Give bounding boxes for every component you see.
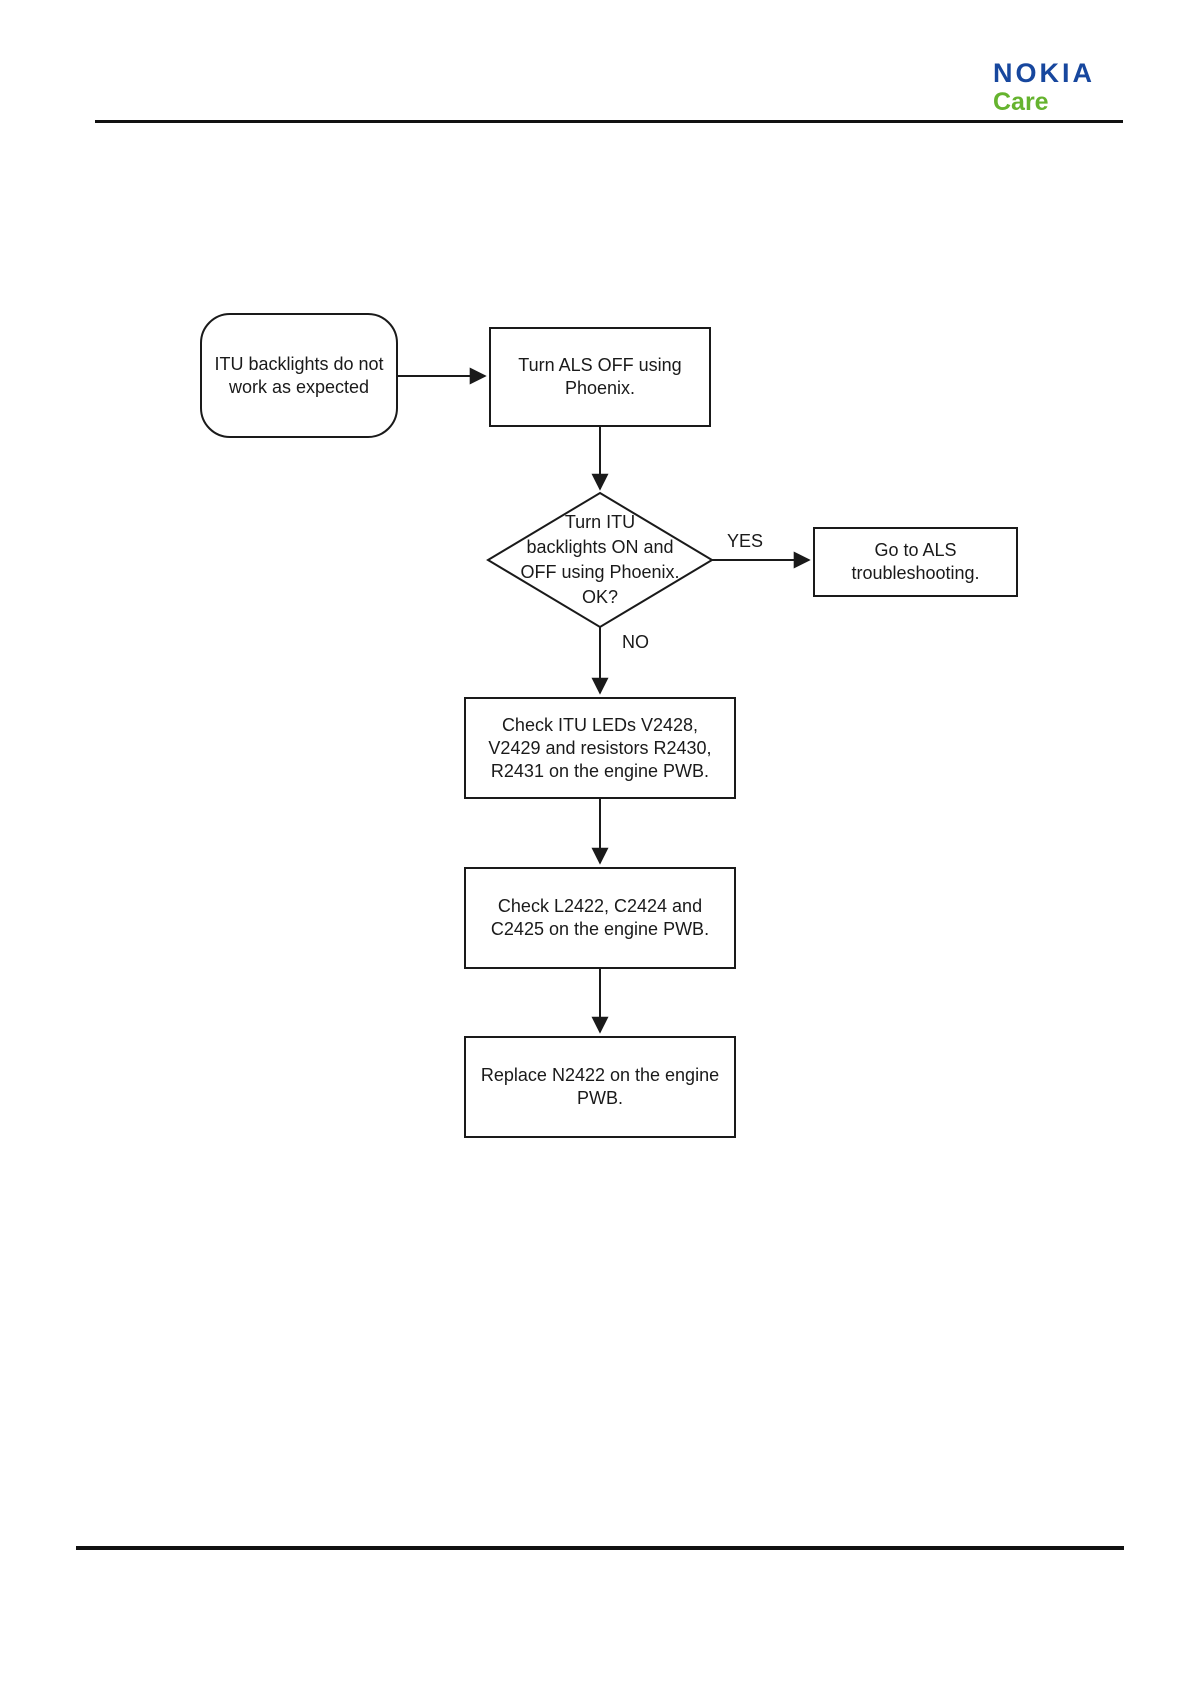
turn-als-off-label: Turn ALS OFF using Phoenix. <box>518 355 682 398</box>
nokia-care-logo: NOKIA Care <box>993 58 1123 116</box>
node-check-leds: Check ITU LEDs V2428, V2429 and resistor… <box>464 697 736 799</box>
branch-no-label: NO <box>622 632 649 652</box>
footer-divider <box>76 1546 1124 1550</box>
node-replace-n2422: Replace N2422 on the engine PWB. <box>464 1036 736 1138</box>
nokia-wordmark: NOKIA <box>993 58 1095 88</box>
node-start-terminator: ITU backlights do not work as expected <box>200 313 398 438</box>
node-turn-als-off: Turn ALS OFF using Phoenix. <box>489 327 711 427</box>
care-wordmark: Care <box>993 88 1049 116</box>
check-leds-label: Check ITU LEDs V2428, V2429 and resistor… <box>488 714 712 781</box>
goto-als-label: Go to ALS troubleshooting. <box>851 540 980 583</box>
decision-label: Turn ITU backlights ON and OFF using Pho… <box>520 512 680 607</box>
header-divider <box>95 120 1123 123</box>
branch-yes-label: YES <box>726 531 764 551</box>
node-check-passives: Check L2422, C2424 and C2425 on the engi… <box>464 867 736 969</box>
node-decision: Turn ITU backlights ON and OFF using Pho… <box>488 493 712 627</box>
node-goto-als: Go to ALS troubleshooting. <box>813 527 1018 597</box>
check-passives-label: Check L2422, C2424 and C2425 on the engi… <box>490 896 710 939</box>
start-label: ITU backlights do not work as expected <box>214 353 384 397</box>
replace-n2422-label: Replace N2422 on the engine PWB. <box>480 1065 720 1108</box>
